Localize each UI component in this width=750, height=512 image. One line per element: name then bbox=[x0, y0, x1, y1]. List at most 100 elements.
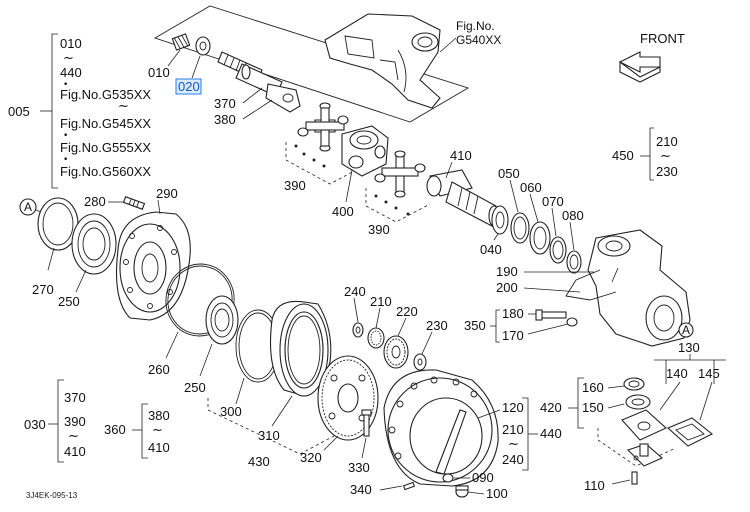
fig-ref-line1[interactable]: Fig.No. bbox=[456, 19, 495, 33]
marker-a-left[interactable]: A bbox=[19, 198, 37, 216]
part-250-bearing-left[interactable] bbox=[71, 213, 117, 275]
part-070-ring[interactable] bbox=[549, 236, 567, 264]
label-430[interactable]: 430 bbox=[248, 454, 270, 469]
label-180[interactable]: 180 bbox=[502, 306, 524, 321]
group-420-number[interactable]: 420 bbox=[540, 400, 562, 415]
part-230-washer[interactable] bbox=[413, 353, 427, 371]
part-380-yoke[interactable] bbox=[265, 83, 301, 113]
label-145[interactable]: 145 bbox=[698, 366, 720, 381]
part-100-plug[interactable] bbox=[455, 485, 469, 498]
label-220[interactable]: 220 bbox=[396, 304, 418, 319]
steering-knuckle-housing[interactable] bbox=[565, 229, 691, 347]
part-040-collar[interactable] bbox=[491, 205, 509, 235]
part-090-washer[interactable] bbox=[442, 473, 454, 483]
label-260[interactable]: 260 bbox=[148, 362, 170, 377]
label-140[interactable]: 140 bbox=[666, 366, 688, 381]
group-360-number[interactable]: 360 bbox=[104, 422, 126, 437]
label-080[interactable]: 080 bbox=[562, 208, 584, 223]
group-030-item-2[interactable]: 390 bbox=[64, 414, 86, 429]
label-170[interactable]: 170 bbox=[502, 328, 524, 343]
label-280[interactable]: 280 bbox=[84, 194, 106, 209]
label-390-lower[interactable]: 390 bbox=[368, 222, 390, 237]
part-060-bearing[interactable] bbox=[529, 221, 551, 255]
label-340[interactable]: 340 bbox=[350, 482, 372, 497]
label-010[interactable]: 010 bbox=[148, 65, 170, 80]
group-440-item-2[interactable]: 210 bbox=[502, 422, 524, 437]
label-330[interactable]: 330 bbox=[348, 460, 370, 475]
group-450-item-2[interactable]: 230 bbox=[656, 164, 678, 179]
label-100[interactable]: 100 bbox=[486, 486, 508, 501]
part-410-shaft[interactable] bbox=[426, 169, 500, 227]
part-160-seal[interactable] bbox=[623, 377, 645, 391]
group-450-item-1[interactable]: 210 bbox=[656, 134, 678, 149]
fig-ref-line2[interactable]: G540XX bbox=[456, 33, 501, 47]
label-320[interactable]: 320 bbox=[300, 450, 322, 465]
part-140-cover[interactable] bbox=[621, 409, 667, 441]
hub-cover[interactable] bbox=[383, 369, 499, 487]
group-130-number[interactable]: 130 bbox=[678, 340, 700, 355]
label-250-left[interactable]: 250 bbox=[58, 294, 80, 309]
part-330-bolt[interactable] bbox=[361, 409, 372, 437]
label-050[interactable]: 050 bbox=[498, 166, 520, 181]
label-090[interactable]: 090 bbox=[472, 470, 494, 485]
part-240-washer[interactable] bbox=[352, 322, 364, 338]
label-310[interactable]: 310 bbox=[258, 428, 280, 443]
part-210-gear[interactable] bbox=[367, 327, 385, 349]
group-450-number[interactable]: 450 bbox=[612, 148, 634, 163]
group-030-number[interactable]: 030 bbox=[24, 417, 46, 432]
part-250-bearing-right[interactable] bbox=[205, 295, 239, 345]
label-240[interactable]: 240 bbox=[344, 284, 366, 299]
part-220-planet-gear[interactable] bbox=[383, 335, 409, 369]
label-300[interactable]: 300 bbox=[220, 404, 242, 419]
part-110-cap[interactable] bbox=[626, 443, 664, 467]
part-310-ring-gear[interactable] bbox=[269, 300, 332, 397]
part-280-bolt[interactable] bbox=[122, 196, 146, 210]
label-070[interactable]: 070 bbox=[542, 194, 564, 209]
part-320-carrier-gear[interactable] bbox=[317, 355, 379, 441]
group-440-item-3[interactable]: 240 bbox=[502, 452, 524, 467]
group-030-item-3[interactable]: 410 bbox=[64, 444, 86, 459]
group-360-item-2[interactable]: 410 bbox=[148, 440, 170, 455]
part-180-bolt[interactable] bbox=[535, 309, 567, 321]
group-005-end[interactable]: 440 bbox=[60, 65, 82, 80]
group-005-ref-1[interactable]: Fig.No.G535XX bbox=[60, 87, 151, 102]
part-050-ring[interactable] bbox=[510, 212, 530, 244]
label-370[interactable]: 370 bbox=[214, 96, 236, 111]
label-290[interactable]: 290 bbox=[156, 186, 178, 201]
group-005-start[interactable]: 010 bbox=[60, 36, 82, 51]
group-005-ref-4[interactable]: Fig.No.G560XX bbox=[60, 164, 151, 179]
part-080-ring[interactable] bbox=[566, 250, 582, 274]
label-060[interactable]: 060 bbox=[520, 180, 542, 195]
part-010-bearing[interactable] bbox=[171, 33, 191, 51]
label-230[interactable]: 230 bbox=[426, 318, 448, 333]
part-340-bolt[interactable] bbox=[402, 481, 416, 491]
label-250-right[interactable]: 250 bbox=[184, 380, 206, 395]
part-020-seal[interactable] bbox=[195, 36, 211, 56]
label-160[interactable]: 160 bbox=[582, 380, 604, 395]
label-200[interactable]: 200 bbox=[496, 280, 518, 295]
label-150[interactable]: 150 bbox=[582, 400, 604, 415]
label-110[interactable]: 110 bbox=[584, 478, 605, 493]
marker-a-right[interactable]: A bbox=[678, 322, 694, 338]
group-360-item-1[interactable]: 380 bbox=[148, 408, 170, 423]
part-390-universal-joint-lower[interactable] bbox=[374, 150, 426, 198]
label-400[interactable]: 400 bbox=[332, 204, 354, 219]
group-005-ref-2[interactable]: Fig.No.G545XX bbox=[60, 116, 151, 131]
label-210[interactable]: 210 bbox=[370, 294, 392, 309]
part-390-universal-joint-upper[interactable] bbox=[297, 102, 349, 152]
part-290-hub[interactable] bbox=[115, 211, 191, 321]
group-440-item-1[interactable]: 120 bbox=[502, 400, 524, 415]
label-390-upper[interactable]: 390 bbox=[284, 178, 306, 193]
group-005-number[interactable]: 005 bbox=[8, 104, 30, 119]
part-110-bolt[interactable] bbox=[631, 471, 638, 485]
part-170-washer[interactable] bbox=[566, 317, 578, 327]
part-150-bearing[interactable] bbox=[625, 394, 651, 410]
label-380[interactable]: 380 bbox=[214, 112, 236, 127]
label-410[interactable]: 410 bbox=[450, 148, 472, 163]
label-040[interactable]: 040 bbox=[480, 242, 502, 257]
group-440-number[interactable]: 440 bbox=[540, 426, 562, 441]
group-350-number[interactable]: 350 bbox=[464, 318, 486, 333]
label-270[interactable]: 270 bbox=[32, 282, 54, 297]
part-400-yoke[interactable] bbox=[341, 125, 389, 177]
part-145-gasket[interactable] bbox=[666, 417, 714, 447]
